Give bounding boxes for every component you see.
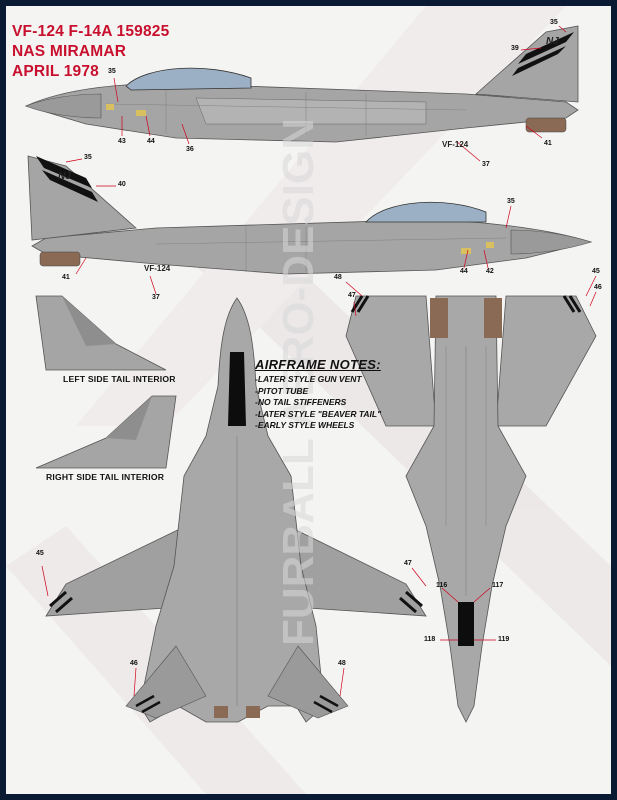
callout-116: 116 (436, 582, 448, 589)
aircraft-profiles-artwork (6, 6, 611, 794)
note-item: -LATER STYLE GUN VENT (255, 374, 362, 384)
left-side-profile (24, 25, 579, 143)
callout-44: 44 (147, 138, 155, 145)
decal-sheet: FURBALL AERO-DESIGN VF-124 F-14A 159825 … (6, 6, 611, 794)
airframe-notes: AIRFRAME NOTES: -LATER STYLE GUN VENT -P… (255, 357, 415, 432)
tail-code-bottom: NJ (58, 171, 71, 182)
callout-48: 48 (338, 660, 346, 667)
callout-35: 35 (84, 154, 92, 161)
right-side-profile (27, 155, 593, 275)
callout-48: 48 (334, 274, 342, 281)
title-line-1: VF-124 F-14A 159825 (12, 23, 170, 40)
callout-45: 45 (36, 550, 44, 557)
callout-119: 119 (498, 636, 510, 643)
callout-47: 47 (348, 292, 356, 299)
bottom-view-aircraft (345, 295, 597, 723)
callout-41: 41 (62, 274, 70, 281)
callout-leaders (41, 25, 597, 697)
right-tail-caption: RIGHT SIDE TAIL INTERIOR (46, 472, 165, 482)
callout-35: 35 (550, 19, 558, 26)
note-item: -PITOT TUBE (255, 385, 309, 396)
callout-37: 37 (482, 161, 490, 168)
squadron-code-top: VF-124 (442, 140, 469, 149)
callout-36: 36 (186, 146, 194, 153)
callout-40: 40 (118, 181, 126, 188)
callout-45: 45 (592, 268, 600, 275)
note-item: -NO TAIL STIFFENERS (255, 397, 347, 407)
note-item: -EARLY STYLE WHEELS (255, 420, 355, 430)
callout-117: 117 (492, 582, 504, 589)
left-tail-interior-view (35, 295, 167, 371)
callout-46: 46 (130, 660, 138, 667)
squadron-code-bottom: VF-124 (144, 264, 171, 273)
title-line-2: NAS MIRAMAR (12, 43, 127, 60)
tail-code-top: NJ (546, 36, 559, 47)
callout-47: 47 (404, 560, 412, 567)
callout-42: 42 (486, 268, 494, 275)
note-item: -LATER STYLE "BEAVER TAIL" (255, 408, 382, 419)
left-tail-caption: LEFT SIDE TAIL INTERIOR (63, 374, 176, 384)
title-line-3: APRIL 1978 (12, 63, 100, 80)
callout-35: 35 (108, 68, 116, 75)
airframe-notes-list: -LATER STYLE GUN VENT -PITOT TUBE -NO TA… (255, 374, 415, 432)
callout-43: 43 (118, 138, 126, 145)
callout-39: 39 (511, 45, 519, 52)
airframe-notes-heading: AIRFRAME NOTES: (255, 357, 381, 372)
callout-46: 46 (594, 284, 602, 291)
callout-118: 118 (424, 636, 436, 643)
callout-41: 41 (544, 140, 552, 147)
top-view-aircraft (45, 297, 427, 723)
callout-35: 35 (507, 198, 515, 205)
callout-44: 44 (460, 268, 468, 275)
right-tail-interior-view (35, 395, 177, 469)
callout-37: 37 (152, 294, 160, 301)
